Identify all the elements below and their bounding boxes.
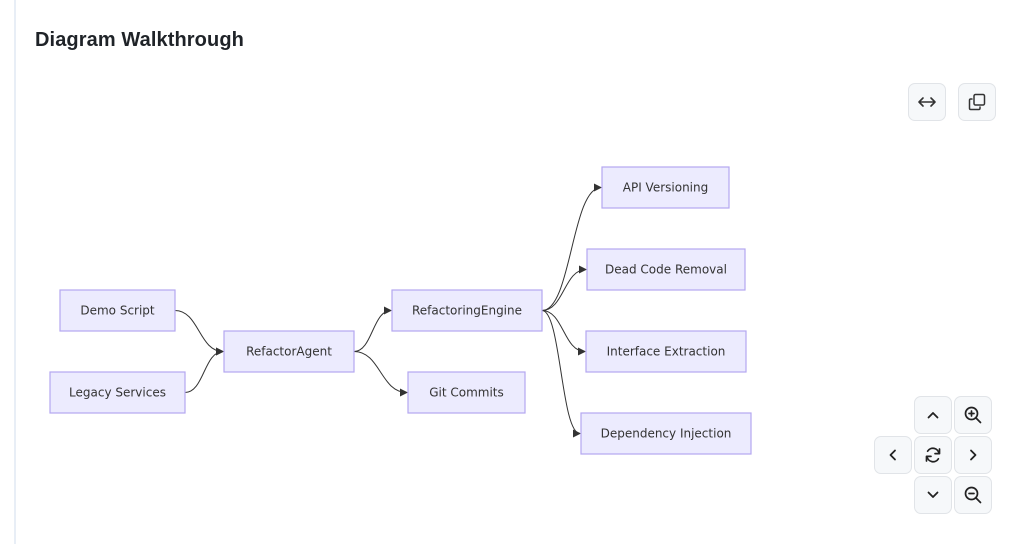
zoom-out-icon [964,486,982,504]
horizontal-arrows-icon [918,97,936,107]
node-git[interactable]: Git Commits [407,371,526,414]
node-label: Dependency Injection [601,427,732,441]
copy-button[interactable] [958,83,996,121]
zoom-in-button[interactable] [954,396,992,434]
pan-right-button[interactable] [954,436,992,474]
pan-left-button[interactable] [874,436,912,474]
node-box [223,330,355,373]
node-label: Interface Extraction [607,345,726,359]
node-box [586,248,746,291]
node-box [601,166,730,209]
reset-view-button[interactable] [914,436,952,474]
edge-agent-to-git [353,351,408,397]
zoom-out-button[interactable] [954,476,992,514]
node-label: Legacy Services [69,386,166,400]
node-label: API Versioning [623,181,708,195]
node-box [407,371,526,414]
chevron-left-icon [889,449,896,461]
node-box [580,412,752,455]
node-dep[interactable]: Dependency Injection [580,412,752,455]
chevron-down-icon [927,491,939,498]
copy-icon [968,93,986,111]
edge-engine-to-api [541,183,602,311]
node-label: Dead Code Removal [605,263,727,277]
page-title: Diagram Walkthrough [35,29,244,51]
edge-demo-to-agent [174,310,224,356]
node-label: Git Commits [429,386,504,400]
node-engine[interactable]: RefactoringEngine [391,289,543,332]
edge-engine-to-dep [541,310,581,438]
pan-down-button[interactable] [914,476,952,514]
node-agent[interactable]: RefactorAgent [223,330,355,373]
zoom-in-icon [964,406,982,424]
node-demo[interactable]: Demo Script [59,289,176,332]
node-label: RefactoringEngine [412,304,522,318]
fit-width-button[interactable] [908,83,946,121]
node-label: RefactorAgent [246,345,332,359]
node-dead[interactable]: Dead Code Removal [586,248,746,291]
chevron-right-icon [970,449,977,461]
chevron-up-icon [927,412,939,419]
left-border [14,0,16,544]
node-box [49,371,186,414]
node-iface[interactable]: Interface Extraction [585,330,747,373]
edge-engine-to-iface [541,310,586,356]
edge-engine-to-dead [541,265,587,311]
edges-layer [174,183,602,438]
node-api[interactable]: API Versioning [601,166,730,209]
node-box [585,330,747,373]
node-label: Demo Script [80,304,155,318]
edge-agent-to-engine [353,306,392,352]
node-box [391,289,543,332]
pan-up-button[interactable] [914,396,952,434]
refresh-icon [925,447,941,463]
node-box [59,289,176,332]
node-legacy[interactable]: Legacy Services [49,371,186,414]
edge-legacy-to-agent [184,347,224,393]
